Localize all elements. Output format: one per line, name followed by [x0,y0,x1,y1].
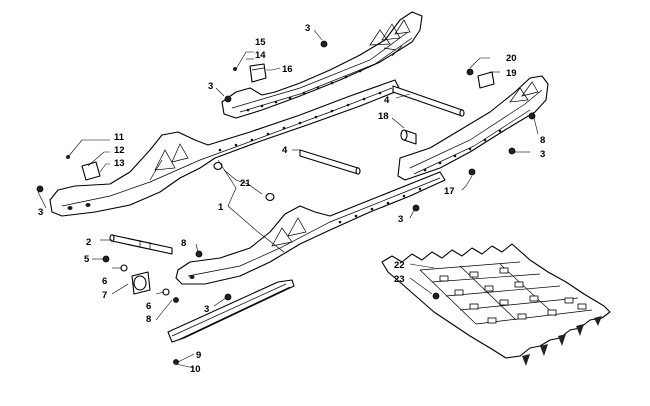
callout-21: 21 [240,178,251,189]
callout-15: 15 [255,37,266,48]
bracket-19 [477,71,495,89]
wear-strip [167,279,295,343]
callout-4: 4 [384,95,390,106]
callout-10: 10 [190,364,201,375]
callout-18: 18 [378,111,389,122]
rail-left-upper [49,79,401,217]
callout-2: 2 [86,237,91,248]
callout-20: 20 [506,53,517,64]
callout-11: 11 [114,132,125,143]
callout-5: 5 [84,254,90,265]
callout-3: 3 [305,23,310,34]
callout-3: 3 [208,81,213,92]
callout-3: 3 [398,214,403,225]
callout-6: 6 [146,301,151,312]
callout-3: 3 [540,149,545,160]
callout-1: 1 [218,202,224,213]
callout-labels: 3 15 14 16 20 19 3 4 18 8 3 11 12 13 4 2… [38,23,545,375]
rail-back [221,11,423,119]
wheel-bracket-7 [131,271,151,295]
leader-lines [37,29,539,369]
callout-12: 12 [114,145,125,156]
callout-17: 17 [444,186,455,197]
callout-8: 8 [181,238,186,249]
callout-23: 23 [394,274,405,285]
front-axle-shaft [109,234,173,255]
track [381,243,611,366]
callout-19: 19 [506,68,517,79]
callout-3: 3 [38,207,43,218]
callout-8: 8 [540,135,545,146]
bracket-14 [249,63,267,83]
callout-6: 6 [102,276,107,287]
callout-14: 14 [255,50,266,61]
callout-4: 4 [282,145,288,156]
bracket-12 [81,161,101,181]
rail-left-lower [175,171,446,285]
callout-7: 7 [102,290,107,301]
spacer-18 [400,129,417,145]
callout-16: 16 [282,64,293,75]
washer-21b [265,192,275,202]
callout-8: 8 [146,314,151,325]
callout-13: 13 [114,158,125,169]
callout-3: 3 [204,304,209,315]
bolts [36,40,536,365]
callout-9: 9 [196,350,201,361]
cross-shaft-upper [392,85,465,117]
rail-right [397,75,549,181]
washer-21a [213,161,223,171]
cross-shaft-middle [299,149,361,175]
callout-22: 22 [394,260,405,271]
